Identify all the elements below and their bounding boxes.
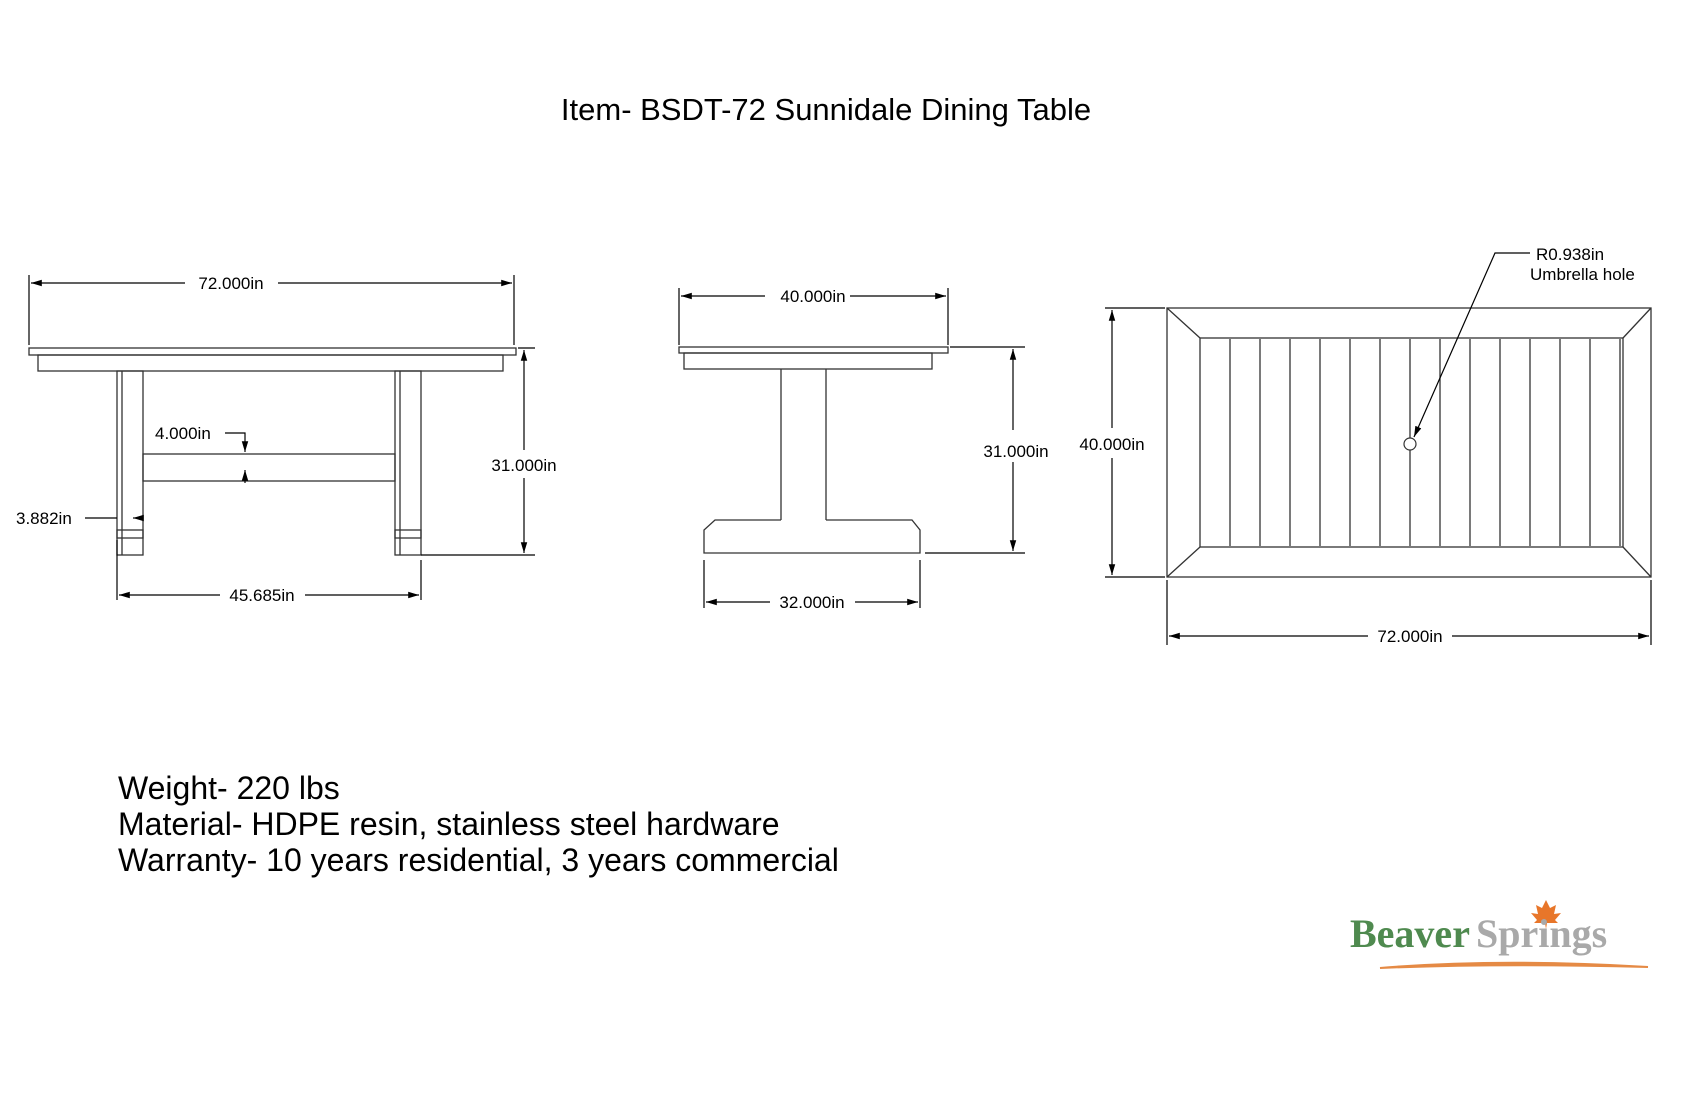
leg-span-label: 45.685in xyxy=(229,586,294,605)
top-view: R0.938in Umbrella hole 40.000in 72.000in xyxy=(1079,245,1652,646)
hole-label: Umbrella hole xyxy=(1530,265,1635,284)
spec-material: Material- HDPE resin, stainless steel ha… xyxy=(118,806,780,842)
spec-weight: Weight- 220 lbs xyxy=(118,770,340,806)
front-height-label: 31.000in xyxy=(491,456,556,475)
stretcher-label: 4.000in xyxy=(155,424,211,443)
logo-springs: Springs xyxy=(1476,911,1608,956)
front-width-label: 72.000in xyxy=(198,274,263,293)
top-length-label: 72.000in xyxy=(1377,627,1442,646)
hole-radius-label: R0.938in xyxy=(1536,245,1604,264)
logo-beaver: Beaver xyxy=(1350,911,1470,956)
front-view: 72.000in 31.000in 4.000in 3.882in 45.685… xyxy=(16,274,557,605)
specifications: Weight- 220 lbs Material- HDPE resin, st… xyxy=(118,770,839,878)
side-width-label: 40.000in xyxy=(780,287,845,306)
spec-warranty: Warranty- 10 years residential, 3 years … xyxy=(118,842,839,878)
side-view: 40.000in 31.000in 32.000in xyxy=(678,287,1049,612)
maple-leaf-icon xyxy=(1379,900,1649,969)
beaver-springs-logo: Beaver Springs xyxy=(1350,896,1650,976)
leg-width-label: 3.882in xyxy=(16,509,72,528)
umbrella-hole xyxy=(1403,437,1417,451)
top-width-label: 40.000in xyxy=(1079,435,1144,454)
side-height-label: 31.000in xyxy=(983,442,1048,461)
page-title: Item- BSDT-72 Sunnidale Dining Table xyxy=(560,92,1092,127)
base-width-label: 32.000in xyxy=(779,593,844,612)
